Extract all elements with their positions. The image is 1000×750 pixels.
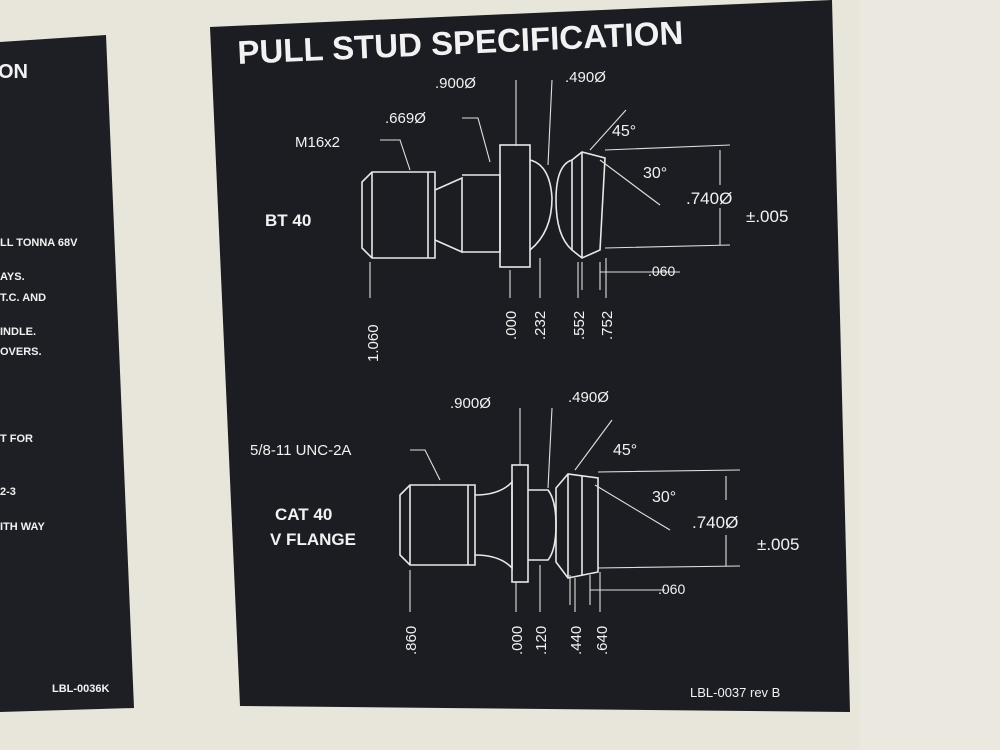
left-title-fragment: ON [0, 61, 28, 83]
bt40-dimension-lines [369, 109, 731, 298]
cat40-position: .640 [594, 626, 611, 655]
cat40-d4: .740Ø [692, 513, 738, 532]
cat40-head [555, 473, 599, 579]
bt40-position: .232 [532, 311, 549, 340]
wall-panel [860, 0, 1000, 750]
left-label: ON LL TONNA 68V AYS. T.C. AND INDLE. OVE… [0, 35, 134, 712]
label-code: LBL-0037 rev B [690, 685, 780, 700]
bt40-d3: .490Ø [565, 69, 606, 86]
bt40-thread [361, 171, 436, 259]
bt40-angle1: 45° [612, 123, 636, 140]
bt40-position: 1.060 [365, 324, 382, 362]
left-line: LL TONNA 68V [0, 237, 78, 249]
bt40-name: BT 40 [265, 211, 311, 230]
left-line: AYS. [0, 271, 25, 283]
bt40-groove [529, 159, 573, 251]
bt40-position: .752 [599, 311, 616, 340]
cat40-dimension-lines [409, 407, 741, 612]
bt40-leaders [380, 79, 553, 171]
bt40-tolerance: ±.005 [746, 207, 788, 226]
cat40-thread-label: 5/8-11 UNC-2A [250, 442, 351, 459]
left-label-code: LBL-0036K [52, 683, 110, 695]
cat40-angle1: 45° [613, 442, 637, 459]
bt40-diagram: BT 40 M16x2 .669Ø .900Ø .490Ø 45° 30° .7… [265, 69, 788, 362]
bt40-thread-label: M16x2 [295, 134, 340, 151]
bt40-position: .552 [571, 311, 588, 340]
left-line: ITH WAY [0, 521, 45, 533]
cat40-angle2: 30° [652, 489, 676, 506]
pull-stud-label: PULL STUD SPECIFICATION BT 40 M16x2 .669… [210, 0, 850, 712]
bt40-d4: .740Ø [686, 189, 732, 208]
bt40-d1: .669Ø [385, 110, 426, 127]
cat40-thread [399, 484, 476, 566]
cat40-tolerance: ±.005 [757, 535, 799, 554]
left-line: 2-3 [0, 486, 16, 498]
cat40-gap: .060 [658, 581, 685, 597]
bt40-position: .000 [503, 311, 520, 340]
left-line: T.C. AND [0, 292, 46, 304]
cat40-position: .120 [533, 626, 550, 655]
cat40-diagram: CAT 40 V FLANGE 5/8-11 UNC-2A .900Ø .490… [250, 389, 799, 655]
bt40-neck [434, 176, 463, 254]
cat40-d3: .490Ø [568, 389, 609, 406]
cat40-name-line1: CAT 40 [275, 505, 332, 524]
bt40-flange [499, 144, 531, 268]
left-line: OVERS. [0, 346, 42, 358]
cat40-position: .000 [509, 626, 526, 655]
bt40-d2: .900Ø [435, 75, 476, 92]
cat40-position: .440 [568, 626, 585, 655]
cat40-d2: .900Ø [450, 395, 491, 412]
bt40-head [571, 151, 606, 259]
cat40-position: .860 [403, 626, 420, 655]
bt40-gap: .060 [648, 263, 675, 279]
cat40-name-line2: V FLANGE [270, 530, 356, 549]
left-line: INDLE. [0, 326, 36, 338]
left-line: T FOR [0, 433, 33, 445]
bt40-angle2: 30° [643, 165, 667, 182]
